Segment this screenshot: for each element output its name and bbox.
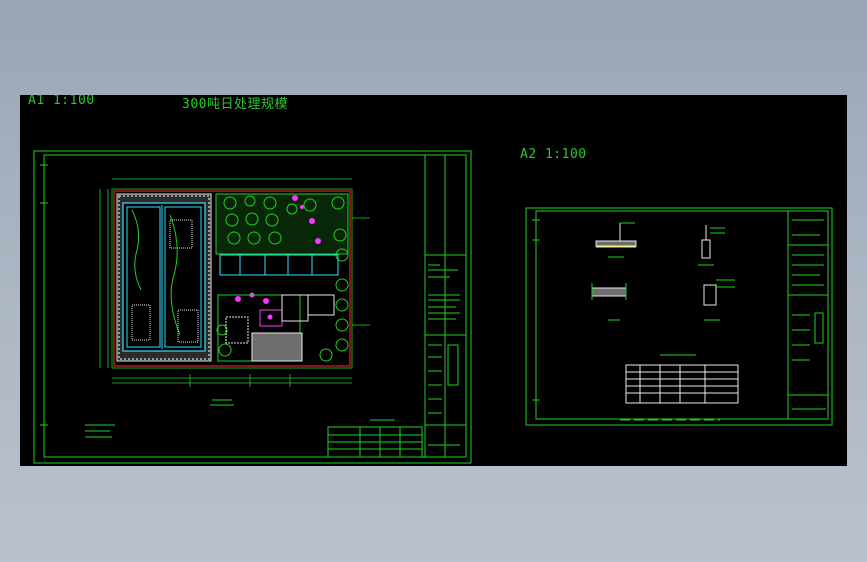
sheet-a2-details bbox=[591, 219, 826, 410]
sheet-a1-frame bbox=[33, 150, 472, 464]
title-block-a1-text bbox=[85, 264, 460, 446]
site-plan bbox=[99, 178, 370, 387]
sheet-a2-label: A2 1:100 bbox=[520, 147, 587, 162]
sheet-a2-frame bbox=[525, 207, 833, 426]
sheet-a1-label: A1 1:100 bbox=[28, 95, 95, 108]
cad-drawing bbox=[33, 150, 833, 464]
sheet-a1-caption: 300吨日处理规模 bbox=[182, 97, 288, 112]
drawing-canvas[interactable]: A1 1:100 300吨日处理规模 A2 1:100 bbox=[20, 95, 847, 466]
